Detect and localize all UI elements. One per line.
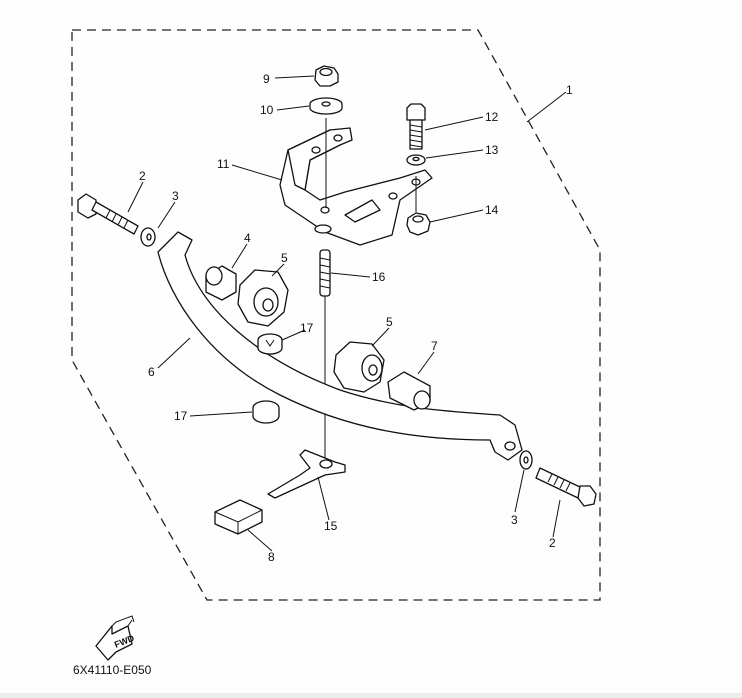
part-5-nut-lower	[333, 341, 385, 393]
part-6-bracket-arm	[157, 231, 523, 461]
callout-8: 8	[268, 550, 275, 564]
callout-3-left: 3	[172, 189, 179, 203]
part-16-stud	[319, 249, 331, 297]
part-3-washer-left	[140, 227, 156, 247]
part-12-bolt	[406, 103, 426, 150]
part-6-hole	[504, 441, 516, 451]
diagram-code: 6X41110-E050	[73, 663, 152, 677]
assembly-boundary	[71, 29, 601, 601]
callout-11: 11	[217, 157, 230, 171]
callout-3-right: 3	[511, 513, 518, 527]
part-17-grommet-upper	[257, 333, 283, 355]
part-8-block	[214, 499, 263, 535]
part-2-bolt-left	[77, 193, 139, 235]
callout-12: 12	[485, 110, 499, 124]
callout-7: 7	[431, 339, 438, 353]
leader-lines	[127, 75, 567, 552]
part-15-plate	[267, 449, 346, 499]
part-7-collar	[387, 371, 431, 411]
callout-5-lower: 5	[386, 315, 393, 329]
callout-17-upper: 17	[300, 321, 314, 335]
callout-13: 13	[485, 143, 499, 157]
callout-10: 10	[260, 103, 274, 117]
part-3-washer-right	[519, 450, 533, 470]
callout-9: 9	[263, 72, 270, 86]
callout-5-upper: 5	[281, 251, 288, 265]
callout-14: 14	[485, 203, 499, 217]
part-14-nut	[406, 212, 431, 236]
part-5-nut-upper	[237, 269, 289, 327]
callout-4: 4	[244, 231, 251, 245]
part-11-bracket	[279, 127, 433, 246]
callout-2-right: 2	[549, 536, 556, 550]
part-10-washer	[309, 97, 343, 115]
part-2-bolt-right	[535, 467, 597, 507]
fwd-arrow-icon: FWD	[95, 615, 136, 661]
part-4-collar	[205, 265, 237, 301]
callout-1: 1	[566, 83, 573, 97]
callout-6: 6	[148, 365, 155, 379]
part-13-washer	[406, 154, 426, 166]
callout-15: 15	[324, 519, 338, 533]
callout-2-left: 2	[139, 169, 146, 183]
callout-16: 16	[372, 270, 386, 284]
callout-17-lower: 17	[174, 409, 188, 423]
part-17-grommet-lower	[252, 400, 280, 424]
bottom-divider	[0, 693, 742, 698]
part-9-nut	[314, 65, 339, 87]
